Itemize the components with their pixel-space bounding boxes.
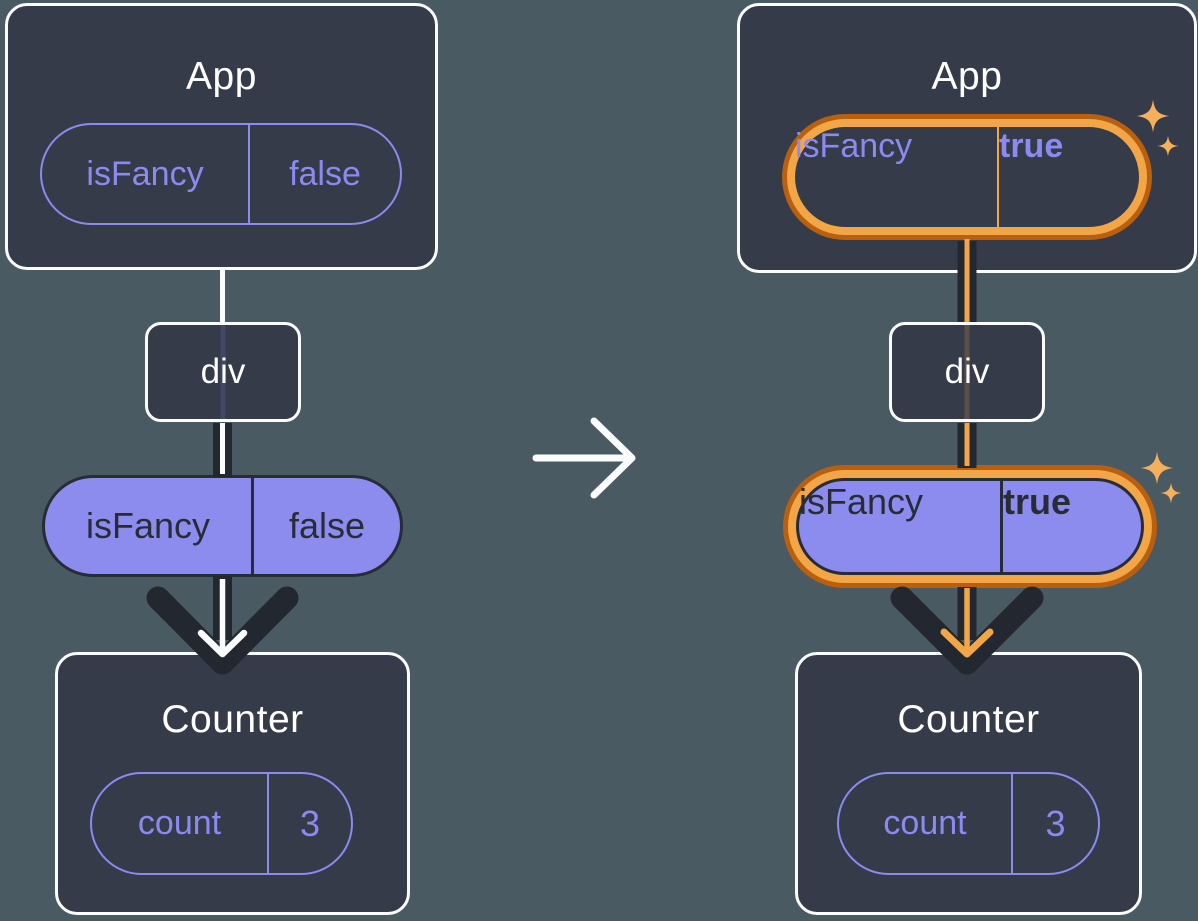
prop-name-label: isFancy <box>86 154 204 193</box>
after-app-prop-pill-highlight: isFancy true <box>782 114 1152 240</box>
before-div-label: div <box>200 352 246 391</box>
prop-value-label: false <box>288 505 366 546</box>
after-arrowhead-icon <box>940 628 994 658</box>
prop-name-label: isFancy <box>85 505 211 546</box>
before-div-card: div <box>145 322 301 422</box>
prop-name-cell: isFancy <box>799 481 1000 572</box>
after-count-state-pill: count 3 <box>837 772 1100 875</box>
before-counter-title: Counter <box>161 698 304 741</box>
highlight-ring: isFancy true <box>787 119 1147 235</box>
before-app-title: App <box>186 55 257 98</box>
state-value-cell: 3 <box>267 774 351 873</box>
before-app-prop-pill: isFancy false <box>40 123 402 225</box>
prop-value-label: true <box>999 127 1064 165</box>
after-counter-title: Counter <box>897 698 1040 741</box>
prop-name-label: isFancy <box>795 127 913 165</box>
after-div-card: div <box>889 322 1045 422</box>
before-passed-prop-pill: isFancy false <box>42 475 403 577</box>
before-arrowhead-icon <box>197 629 248 658</box>
state-value-label: 3 <box>1045 802 1066 844</box>
state-value-cell: 3 <box>1011 774 1098 873</box>
state-name-label: count <box>137 804 222 842</box>
after-passed-prop-pill-highlight: isFancy true <box>783 465 1157 588</box>
prop-value-label: true <box>1003 481 1072 522</box>
after-counter-card: Counter <box>795 652 1142 915</box>
after-app-prop-pill: isFancy true <box>795 127 1139 227</box>
prop-value-cell: true <box>1000 481 1141 572</box>
highlight-ring: isFancy true <box>788 470 1152 583</box>
state-name-cell: count <box>92 774 267 873</box>
transform-arrow-icon <box>590 417 636 499</box>
prop-value-cell: false <box>248 125 400 223</box>
sparkle-icon <box>1140 451 1174 485</box>
prop-name-cell: isFancy <box>45 478 251 574</box>
sparkle-icon <box>1160 482 1182 504</box>
prop-value-label: false <box>289 154 361 193</box>
before-count-state-pill: count 3 <box>90 772 353 875</box>
prop-name-cell: isFancy <box>42 125 248 223</box>
after-div-label: div <box>944 352 990 391</box>
prop-value-cell: false <box>251 478 400 574</box>
state-name-label: count <box>883 804 967 842</box>
state-value-label: 3 <box>299 802 321 844</box>
state-name-cell: count <box>839 774 1011 873</box>
prop-passthrough-stripe <box>964 325 970 419</box>
prop-value-cell: true <box>997 127 1139 227</box>
prop-name-label: isFancy <box>799 481 924 522</box>
prop-passthrough-stripe <box>220 325 226 419</box>
after-passed-prop-pill: isFancy true <box>796 478 1144 575</box>
prop-name-cell: isFancy <box>795 127 997 227</box>
before-counter-card: Counter <box>55 652 410 915</box>
after-app-title: App <box>931 55 1003 98</box>
